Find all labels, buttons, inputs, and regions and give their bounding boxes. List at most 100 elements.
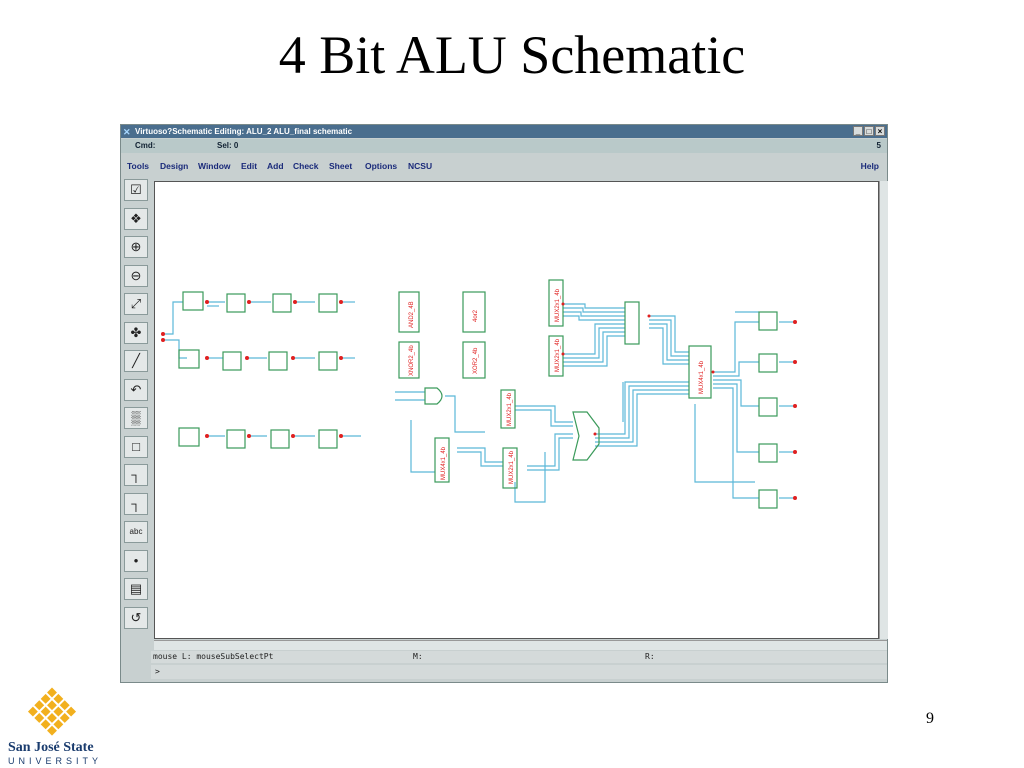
mux4x1-main[interactable] bbox=[688, 345, 712, 399]
horizontal-scrollbar[interactable] bbox=[154, 640, 887, 650]
wire-narrow-icon[interactable]: ┐ bbox=[124, 492, 148, 515]
minimize-button[interactable]: _ bbox=[853, 126, 863, 136]
vertical-scrollbar[interactable] bbox=[879, 181, 888, 639]
menu-options[interactable]: Options bbox=[365, 161, 398, 171]
label-mux-l1: MUX2x1_4b bbox=[507, 392, 513, 426]
mux2x1-lower-1[interactable] bbox=[500, 389, 516, 429]
status-mouse-middle: M: bbox=[413, 652, 423, 661]
logo-tile bbox=[40, 706, 51, 717]
gate-r1-3[interactable] bbox=[272, 293, 292, 313]
logo-tile bbox=[40, 719, 51, 730]
menu-tools[interactable]: Tools bbox=[127, 161, 150, 171]
gate-r3-4[interactable] bbox=[318, 429, 338, 449]
status-mouse-left: mouse L: mouseSubSelectPt bbox=[153, 652, 274, 661]
gate-r3-3[interactable] bbox=[270, 429, 290, 449]
command-prompt[interactable]: > bbox=[151, 665, 887, 679]
block-labels: AND2_4B 4or2 XNOR2_4b XOR2_4b MUX2x1_4b … bbox=[409, 288, 705, 484]
label-icon[interactable]: abc bbox=[124, 521, 148, 543]
label-mux-l2: MUX2x1_4b bbox=[509, 450, 515, 484]
menu-sheet[interactable]: Sheet bbox=[329, 161, 353, 171]
descend-icon[interactable]: ❖ bbox=[124, 207, 148, 230]
zoom-in-icon[interactable]: ⊕ bbox=[124, 236, 148, 258]
menu-check[interactable]: Check bbox=[293, 161, 319, 171]
mouse-status-row: mouse L: mouseSubSelectPt M: R: bbox=[151, 651, 887, 663]
gate-r2-4[interactable] bbox=[318, 351, 338, 371]
menu-bar: Tools Design Window Edit Add Check Sheet… bbox=[121, 158, 887, 174]
logo-tile bbox=[34, 713, 45, 723]
label-mux4-lower: MUX4x1_4b bbox=[441, 446, 447, 480]
gate-r2-3[interactable] bbox=[268, 351, 288, 371]
window-title: Virtuoso?Schematic Editing: ALU_2 ALU_fi… bbox=[135, 127, 353, 136]
copy-icon[interactable]: ✤ bbox=[124, 321, 148, 344]
label-or2: 4or2 bbox=[473, 309, 479, 322]
xnor2-block[interactable] bbox=[398, 341, 420, 379]
schematic-canvas[interactable]: AND2_4B 4or2 XNOR2_4b XOR2_4b MUX2x1_4b … bbox=[154, 181, 879, 639]
logo-tile bbox=[59, 713, 70, 723]
logo-tile bbox=[47, 725, 57, 736]
wire-icon[interactable]: ╱ bbox=[124, 350, 148, 372]
logo-name: San José State bbox=[8, 740, 94, 755]
command-counter: 5 bbox=[876, 141, 881, 150]
check-icon[interactable]: ☑ bbox=[124, 179, 148, 201]
gate-r3-2[interactable] bbox=[226, 429, 246, 449]
menu-edit[interactable]: Edit bbox=[241, 161, 258, 171]
logo-tile bbox=[27, 706, 38, 717]
zoom-out-icon[interactable]: ⊖ bbox=[124, 264, 148, 287]
logo-university: UNIVERSITY bbox=[8, 756, 103, 766]
instance-icon[interactable]: □ bbox=[124, 435, 148, 458]
logo-tile bbox=[53, 693, 64, 704]
logo-tile bbox=[34, 700, 45, 711]
output-gate-1[interactable] bbox=[758, 311, 778, 331]
logo-tile bbox=[47, 713, 57, 723]
mux2x1-middle[interactable] bbox=[624, 301, 640, 345]
stretch-icon[interactable]: ⤢ bbox=[124, 293, 148, 315]
output-gate-5[interactable] bbox=[758, 489, 778, 509]
output-gate-2[interactable] bbox=[758, 353, 778, 373]
and-gate[interactable] bbox=[424, 387, 443, 405]
logo-tile bbox=[66, 706, 77, 717]
undo-icon[interactable]: ↶ bbox=[124, 378, 148, 401]
menu-help[interactable]: Help bbox=[860, 161, 879, 171]
close-button[interactable]: × bbox=[875, 126, 885, 136]
gate-r2-1[interactable] bbox=[178, 349, 200, 369]
logo-tile bbox=[47, 687, 57, 698]
xor2-block[interactable] bbox=[462, 341, 486, 379]
window-icon[interactable]: ▤ bbox=[124, 578, 148, 600]
schematic-drawing: AND2_4B 4or2 XNOR2_4b XOR2_4b MUX2x1_4b … bbox=[161, 279, 797, 509]
mux2x1-lower-2[interactable] bbox=[502, 447, 518, 489]
page-number: 9 bbox=[926, 710, 934, 727]
window-titlebar[interactable]: ✕ Virtuoso?Schematic Editing: ALU_2 ALU_… bbox=[121, 125, 887, 138]
wires bbox=[163, 301, 795, 503]
grid-icon[interactable]: ▒ bbox=[124, 407, 148, 429]
property-icon[interactable]: • bbox=[124, 549, 148, 572]
label-xor2: XOR2_4b bbox=[473, 347, 479, 374]
alu-adder[interactable] bbox=[572, 411, 600, 461]
pins bbox=[161, 300, 797, 500]
menu-add[interactable]: Add bbox=[267, 161, 284, 171]
label-xnor2: XNOR2_4b bbox=[409, 345, 415, 376]
logo-tile bbox=[59, 700, 70, 711]
menu-design[interactable]: Design bbox=[160, 161, 189, 171]
label-and2: AND2_4B bbox=[409, 301, 415, 328]
pin-icon[interactable]: ┐ bbox=[124, 464, 148, 486]
cmd-label: Cmd: bbox=[135, 141, 156, 150]
and2-block[interactable] bbox=[398, 291, 420, 333]
gate-r3-1[interactable] bbox=[178, 427, 200, 447]
menu-ncsu[interactable]: NCSU bbox=[408, 161, 433, 171]
gate-r1-4[interactable] bbox=[318, 293, 338, 313]
mux4x1-lower[interactable] bbox=[434, 437, 450, 483]
mux2x1-upper-2[interactable] bbox=[548, 335, 564, 377]
output-gate-3[interactable] bbox=[758, 397, 778, 417]
label-mux-u2: MUX2x1_4b bbox=[555, 338, 561, 372]
label-mux4-main: MUX4x1_4b bbox=[699, 360, 705, 394]
maximize-button[interactable]: □ bbox=[864, 126, 874, 136]
rotate-icon[interactable]: ↺ bbox=[124, 606, 148, 629]
sel-label: Sel: 0 bbox=[217, 141, 239, 150]
or2-block[interactable] bbox=[462, 291, 486, 333]
output-gate-4[interactable] bbox=[758, 443, 778, 463]
logo-tile bbox=[53, 706, 64, 717]
menu-window[interactable]: Window bbox=[198, 161, 231, 171]
gate-r2-2[interactable] bbox=[222, 351, 242, 371]
gate-r1-2[interactable] bbox=[226, 293, 246, 313]
gate-r1-1[interactable] bbox=[182, 291, 204, 311]
